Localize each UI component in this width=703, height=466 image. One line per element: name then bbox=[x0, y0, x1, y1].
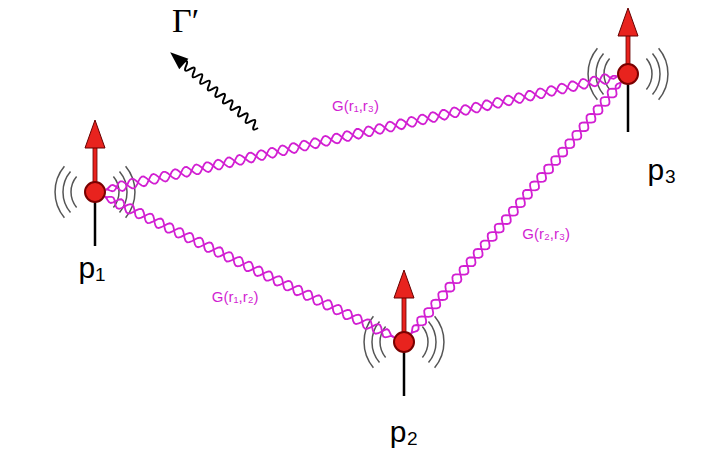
dipole-label: p₂ bbox=[390, 415, 418, 449]
green-function-link bbox=[105, 197, 394, 337]
decay-rate-label: Γ′ bbox=[172, 2, 199, 40]
dipole-label: p₃ bbox=[648, 153, 677, 187]
dipole-dot: p₁ bbox=[84, 181, 106, 203]
green-function-link bbox=[411, 82, 621, 333]
edge-label: G(r₂,r₃) bbox=[520, 225, 572, 242]
dipole-arrow bbox=[394, 270, 414, 396]
edge-label: G(r₁,r₂) bbox=[210, 288, 261, 305]
dipole-dot: p₂ bbox=[393, 331, 415, 353]
dipole-label: p₁ bbox=[79, 251, 106, 285]
edge-label: G(r₁,r₃) bbox=[330, 97, 381, 114]
dipole-dot: p₃ bbox=[617, 63, 639, 85]
photon-arrow bbox=[166, 47, 263, 133]
dipole-arrow bbox=[85, 120, 105, 246]
dipole-arrow bbox=[618, 8, 638, 132]
